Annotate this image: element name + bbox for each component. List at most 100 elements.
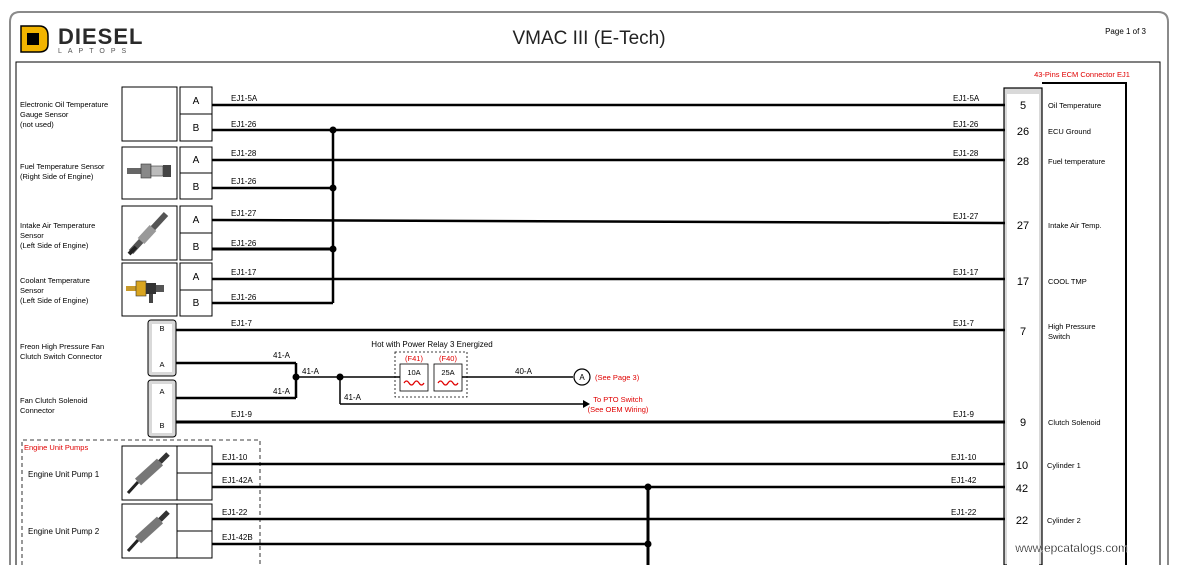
- sensor-wire-labels: EJ1-5A EJ1-26 EJ1-28 EJ1-26 EJ1-27 EJ1-2…: [231, 94, 980, 302]
- pin-box: [179, 113, 213, 142]
- wire-label: EJ1-42A: [222, 476, 253, 485]
- fuse-block: [394, 351, 468, 398]
- junction-dot: [292, 373, 300, 381]
- wire-label: EJ1-26: [231, 177, 257, 186]
- wire-label: EJ1-17: [953, 268, 979, 277]
- coolant-temp-sensor: Coolant Temperature Sensor (Left Side of…: [20, 262, 213, 317]
- fuel-temp-sensor-icon: [127, 163, 171, 179]
- intake-air-sensor-icon: [127, 211, 169, 256]
- sensor-wires: [211, 103, 1006, 305]
- fuse-rating: 25A: [441, 368, 454, 377]
- fuel-temp-sensor: Fuel Temperature Sensor (Right Side of E…: [20, 146, 213, 200]
- pump-group-label: Engine Unit Pumps: [24, 443, 88, 452]
- wire-label: EJ1-28: [953, 149, 979, 158]
- connector-pins: 5 Oil Temperature 26 ECU Ground 28 Fuel …: [1016, 100, 1105, 527]
- fuse-symbol-icon: [403, 380, 425, 386]
- wire-label: EJ1-7: [953, 319, 974, 328]
- wire-label: EJ1-26: [231, 120, 257, 129]
- pin-number: 9: [1020, 417, 1026, 429]
- relay-label: Hot with Power Relay 3 Energized: [371, 340, 492, 349]
- wire-label: EJ1-22: [951, 508, 977, 517]
- pin-number: 10: [1016, 460, 1028, 472]
- intake-air-temp-sensor: Intake Air Temperature Sensor (Left Side…: [20, 205, 213, 261]
- sensor-label-line: (Left Side of Engine): [20, 296, 89, 305]
- wire-label: EJ1-27: [953, 212, 979, 221]
- oil-temp-sensor: Electronic Oil Temperature Gauge Sensor …: [20, 86, 213, 142]
- page-ref-circle: [573, 368, 591, 386]
- pin-function: Clutch Solenoid: [1048, 418, 1101, 427]
- wire-label: EJ1-26: [953, 120, 979, 129]
- junction-dot: [644, 540, 652, 548]
- fan-section: Freon High Pressure Fan Clutch Switch Co…: [20, 319, 1005, 438]
- sensor-label-line: Sensor: [20, 231, 44, 240]
- sensor-label-line: Intake Air Temperature: [20, 221, 95, 230]
- wire-label: 40-A: [515, 367, 533, 376]
- pin-function: Cylinder 2: [1047, 516, 1081, 525]
- wire-label: EJ1-10: [951, 453, 977, 462]
- junction-dot: [336, 373, 344, 381]
- fuse-symbol-icon: [437, 380, 459, 386]
- wire-label: EJ1-17: [231, 268, 257, 277]
- pin-number: 42: [1016, 483, 1028, 495]
- pto-label: (See OEM Wiring): [588, 405, 649, 414]
- pin-number: 17: [1017, 276, 1029, 288]
- wire-label: EJ1-27: [231, 209, 257, 218]
- pin-function: High Pressure: [1048, 322, 1096, 331]
- page-ref-letter: A: [579, 373, 585, 382]
- solenoid-label-line: Fan Clutch Solenoid: [20, 396, 88, 405]
- pin-box: [179, 146, 213, 174]
- pin-letter: A: [159, 360, 164, 369]
- wire-label: 41-A: [273, 387, 291, 396]
- pin-letter: B: [159, 421, 164, 430]
- pin-number: 5: [1020, 100, 1026, 112]
- sensor-label-line: Gauge Sensor: [20, 110, 69, 119]
- coolant-sensor-icon: [126, 280, 164, 303]
- sheet-frame: [9, 11, 1169, 565]
- pin-number: 7: [1020, 326, 1026, 338]
- pto-arrow-icon: [583, 400, 590, 408]
- pin-box: [176, 530, 213, 559]
- pin-letter: A: [193, 96, 200, 107]
- pin-letter: A: [159, 387, 164, 396]
- fuse-id: (F40): [439, 354, 457, 363]
- wire-label: EJ1-42B: [222, 533, 253, 542]
- pin-function: ECU Ground: [1048, 127, 1091, 136]
- wire-label: EJ1-22: [222, 508, 248, 517]
- pin-function: Intake Air Temp.: [1048, 221, 1102, 230]
- pin-function: Oil Temperature: [1048, 101, 1101, 110]
- pin-function: COOL TMP: [1048, 277, 1087, 286]
- sensor-label-line: Coolant Temperature: [20, 276, 90, 285]
- sensor-image-box: [121, 86, 178, 142]
- unit-pump-1-icon: [126, 452, 170, 495]
- sensor-label-line: (not used): [20, 120, 54, 129]
- page-number: Page 1 of 3: [1105, 27, 1146, 36]
- pin-function-line2: Switch: [1048, 332, 1070, 341]
- wire-label: EJ1-42: [951, 476, 977, 485]
- wire-label: EJ1-28: [231, 149, 257, 158]
- pin-box: [179, 205, 213, 234]
- watermark-url: www.epcatalogs.com: [1014, 541, 1128, 555]
- pin-box: [179, 289, 213, 317]
- pin-letter: B: [193, 242, 200, 253]
- fuse-id: (F41): [405, 354, 423, 363]
- pin-box: [179, 172, 213, 200]
- freon-label-line: Clutch Switch Connector: [20, 352, 103, 361]
- pin-number: 26: [1017, 126, 1029, 138]
- pin-letter: B: [159, 324, 164, 333]
- ecm-connector-face: [1007, 94, 1039, 565]
- pin-letter: B: [193, 298, 200, 309]
- pin-box: [179, 262, 213, 291]
- sensor-label-line: Sensor: [20, 286, 44, 295]
- wire-label: EJ1-9: [953, 410, 974, 419]
- pin-box: [176, 472, 213, 501]
- wire-label: EJ1-26: [231, 239, 257, 248]
- pin-letter: B: [193, 123, 200, 134]
- wire-label: EJ1-5A: [953, 94, 980, 103]
- fan-wires: [176, 328, 1005, 424]
- diesel-laptops-logo: DIESEL LAPTOPS: [20, 24, 142, 55]
- pto-label: To PTO Switch: [593, 395, 642, 404]
- pin-number: 22: [1016, 515, 1028, 527]
- pin-box: [176, 503, 213, 532]
- wire-label: 41-A: [302, 367, 320, 376]
